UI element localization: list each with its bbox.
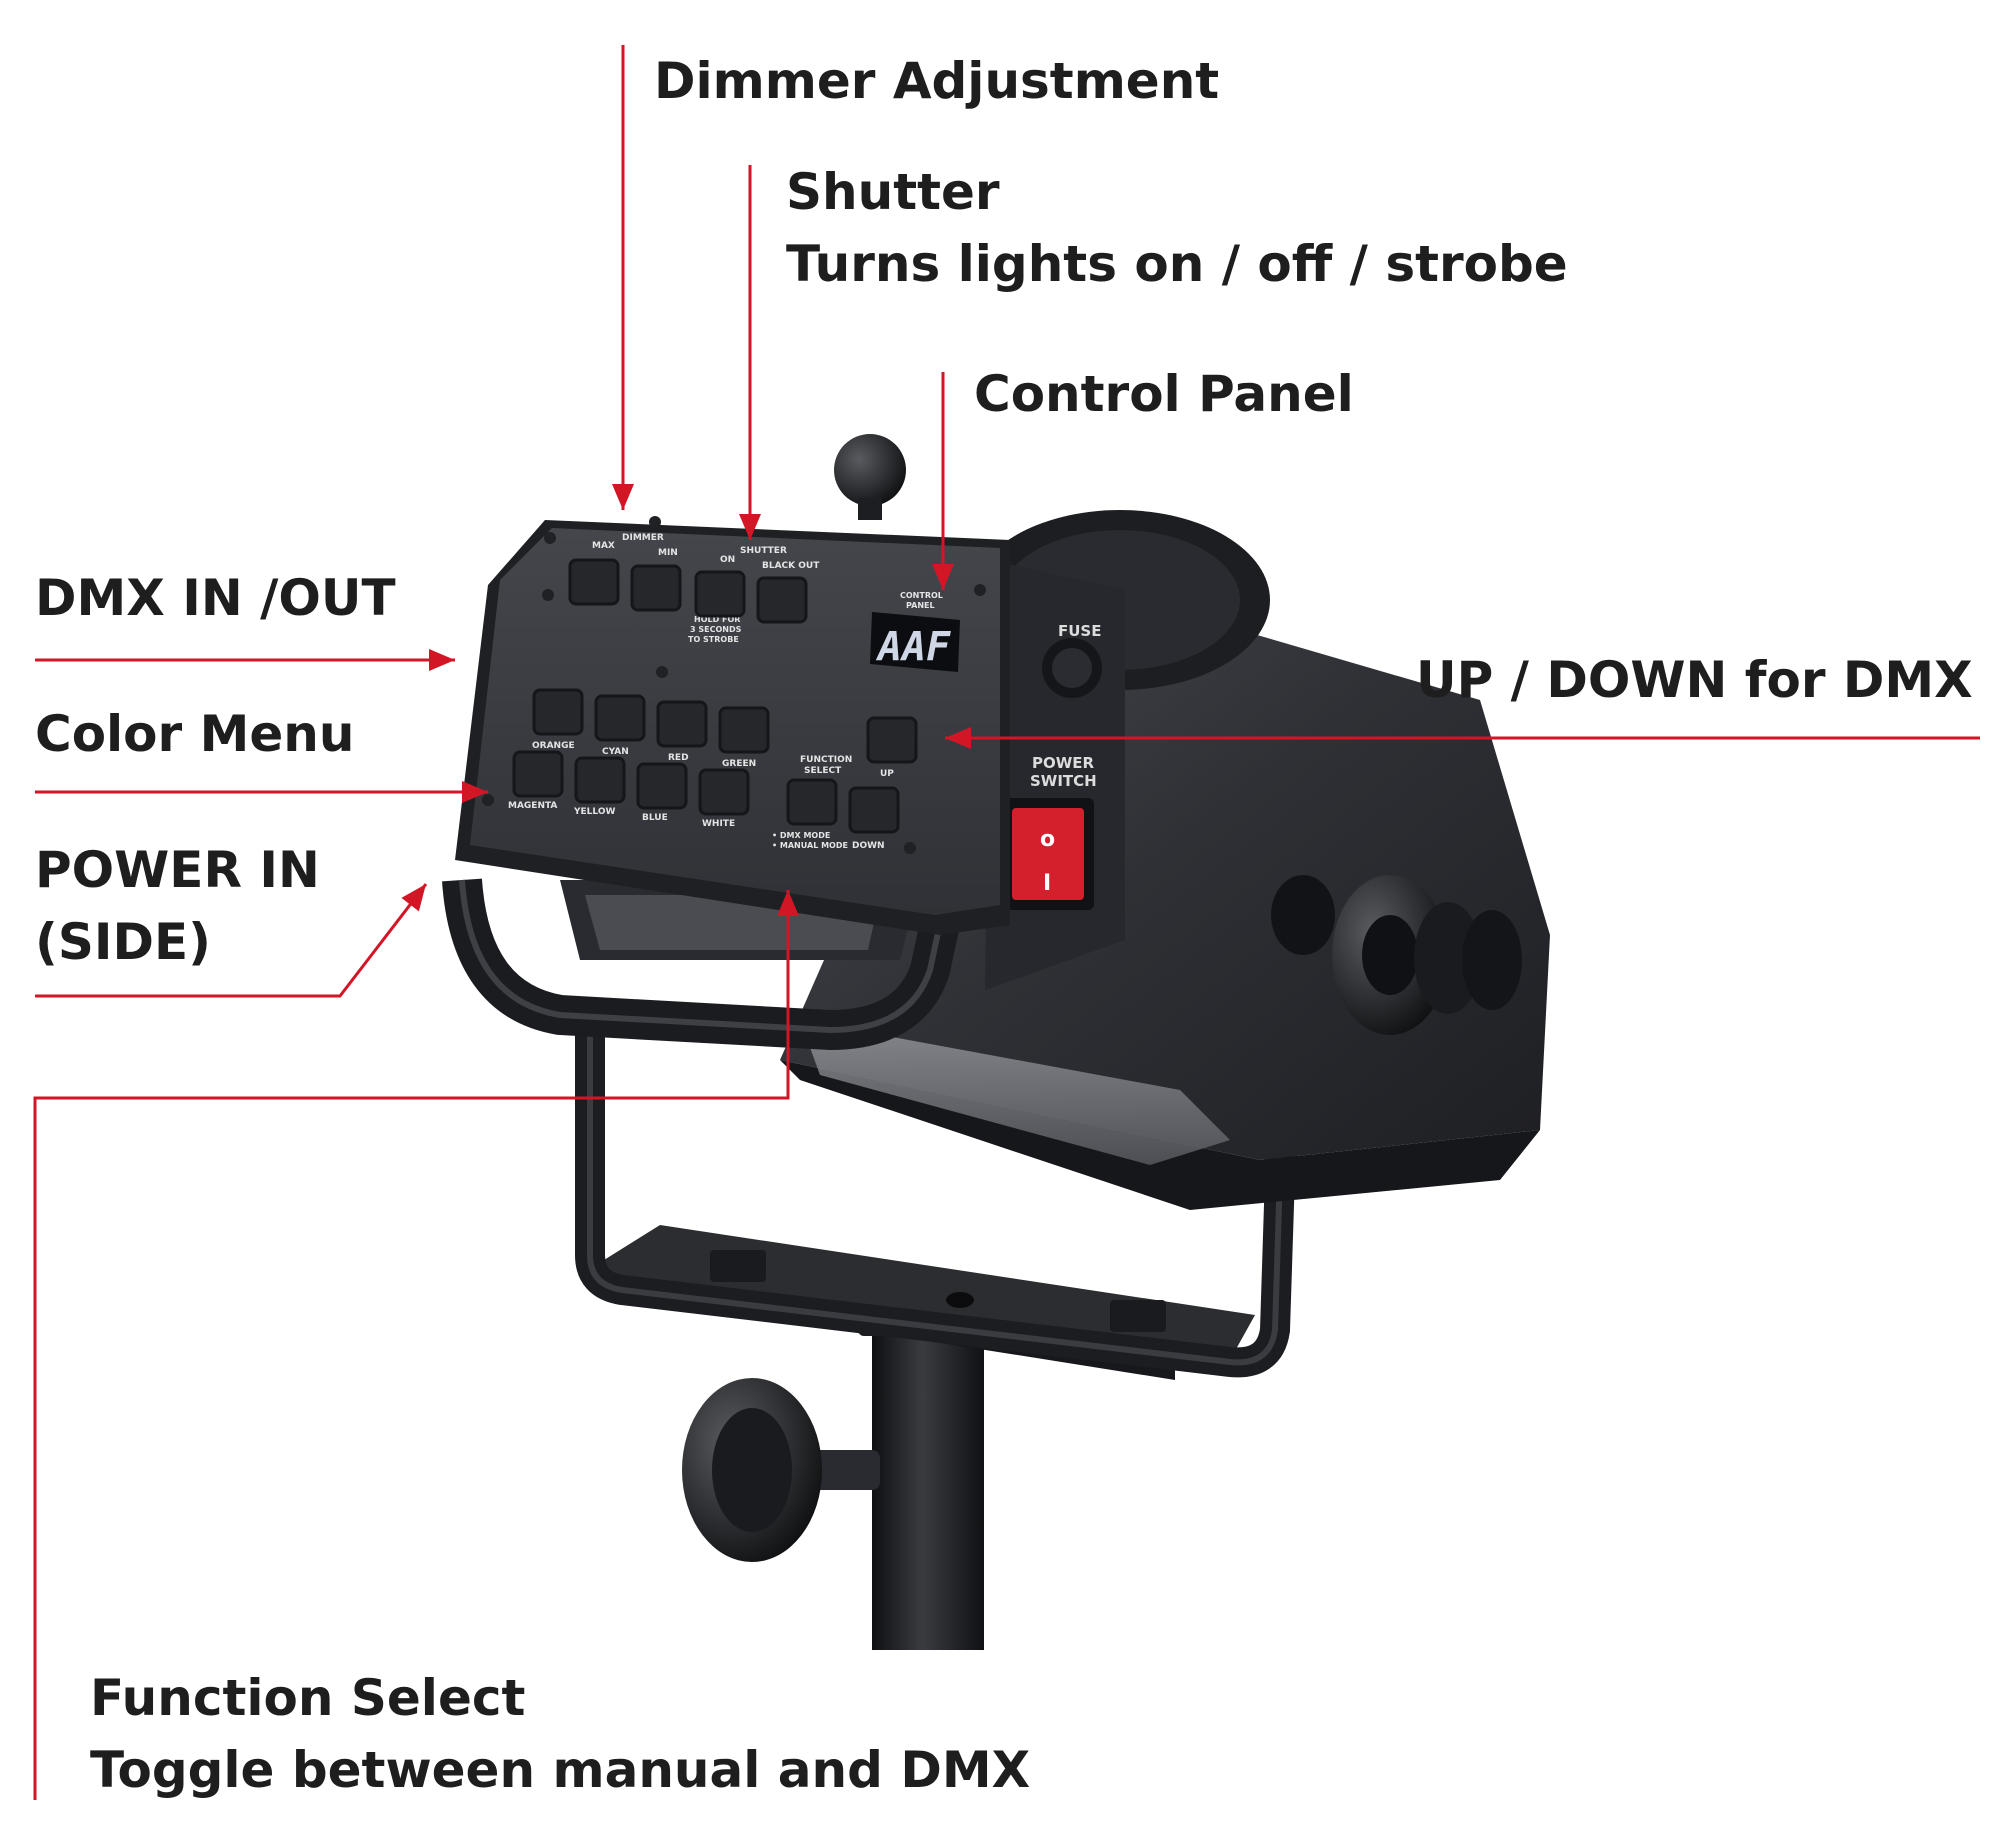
callout-color-menu: Color Menu [35,698,354,770]
leader-dmx-in-out-arrowhead [429,649,455,671]
dimmer-min-button[interactable] [630,564,682,612]
display-value: AAF [875,624,951,670]
leader-power-in-arrowhead [401,884,426,912]
switch-off-symbol: I [1043,871,1051,896]
callout-dimmer-title: Dimmer Adjustment [654,52,1220,110]
callout-dmx-in-out: DMX IN /OUT [35,562,396,634]
top-knob [834,434,906,506]
callout-control-panel-title: Control Panel [974,365,1354,423]
callout-control-panel: Control Panel [974,358,1354,430]
leader-function-select-arrowhead [777,890,799,916]
color-yellow-label: YELLOW [573,807,615,817]
color-row-2: MAGENTA YELLOW BLUE WHITE [508,750,750,829]
dimmer-panel-label: DIMMER [622,533,664,543]
blackout-label: BLACK OUT [762,561,820,571]
color-yellow-button[interactable] [574,756,626,804]
power-switch-label-2: SWITCH [1030,772,1097,790]
leader-lines [33,45,1980,1800]
power-switch-label-1: POWER [1032,754,1095,772]
min-label: MIN [658,548,678,558]
callout-function-select-title: Function Select [90,1669,526,1727]
color-row-1: ORANGE CYAN RED GREEN [532,688,770,769]
leader-dmx-in-out [35,649,455,671]
leader-up-down-arrowhead [945,727,971,749]
led-display: AAF [870,612,960,672]
switch-on-symbol: o [1040,827,1055,852]
leader-up-down [945,727,1980,749]
control-panel-label-2: PANEL [906,601,935,610]
color-blue-label: BLUE [642,813,668,823]
color-cyan-button[interactable] [594,694,646,742]
callout-up-down: UP / DOWN for DMX [1416,644,1973,716]
function-label-2: SELECT [804,766,842,776]
strobe-note-3: TO STROBE [688,635,739,644]
yoke-knob [1271,875,1522,1035]
callout-function-select-desc: Toggle between manual and DMX [90,1741,1031,1799]
leader-dimmer [612,45,634,510]
color-white-button[interactable] [698,768,750,816]
function-select-button[interactable] [786,778,838,826]
fuse-label: FUSE [1058,622,1101,640]
leader-shutter-arrowhead [739,514,761,540]
callout-color-menu-title: Color Menu [35,705,355,763]
mode-note-2: • MANUAL MODE [772,841,848,850]
down-button[interactable] [848,786,900,834]
stand-pole [872,1320,984,1650]
color-magenta-button[interactable] [512,750,564,798]
fuse-holder: FUSE [1042,622,1102,698]
blackout-button[interactable] [756,576,808,624]
max-label: MAX [592,541,615,551]
callout-shutter-desc: Turns lights on / off / strobe [786,235,1568,293]
color-orange-label: ORANGE [532,741,575,751]
color-cyan-label: CYAN [602,747,629,757]
callout-function-select: Function Select Toggle between manual an… [90,1662,1030,1806]
color-green-button[interactable] [718,706,770,754]
leader-power-in [35,883,428,998]
color-blue-button[interactable] [636,762,688,810]
up-label: UP [880,769,894,779]
callout-power-in: POWER IN (SIDE) [35,834,320,978]
callout-power-in-desc: (SIDE) [35,913,211,971]
callout-dmx-in-out-title: DMX IN /OUT [35,569,396,627]
callout-power-in-title: POWER IN [35,841,320,899]
color-magenta-label: MAGENTA [508,801,557,811]
strobe-note-1: HOLD FOR [694,615,740,624]
leader-shutter [739,165,761,540]
on-label: ON [720,555,735,565]
color-white-label: WHITE [702,819,735,829]
yoke-bracket [575,859,1305,1378]
function-label-1: FUNCTION [800,755,852,765]
down-label: DOWN [852,841,885,851]
color-red-button[interactable] [656,700,708,748]
shutter-on-button[interactable] [694,570,746,618]
mode-note-1: • DMX MODE [772,831,830,840]
color-green-label: GREEN [722,759,756,769]
shutter-panel-label: SHUTTER [740,546,787,556]
leader-control-panel-arrowhead [932,564,954,590]
leader-dimmer-arrowhead [612,484,634,510]
function-controls: FUNCTION SELECT • DMX MODE • MANUAL MODE… [772,716,918,851]
callout-up-down-title: UP / DOWN for DMX [1416,651,1973,709]
stand-knob [682,1378,880,1562]
dimmer-max-button[interactable] [568,558,620,606]
callout-shutter: Shutter Turns lights on / off / strobe [786,156,1568,300]
callout-dimmer: Dimmer Adjustment [654,45,1219,117]
callout-shutter-title: Shutter [786,163,1000,221]
leader-color-menu-arrowhead [462,781,488,803]
strobe-note-2: 3 SECONDS [690,625,742,634]
color-orange-button[interactable] [532,688,584,736]
leader-control-panel [932,372,954,590]
top-button-row [568,558,808,624]
control-panel-label-1: CONTROL [900,591,943,600]
control-panel-labels: DIMMER SHUTTER MAX MIN ON BLACK OUT HOLD… [592,533,943,644]
leader-color-menu [35,781,488,803]
up-button[interactable] [866,716,918,764]
leader-function-select [33,890,799,1800]
power-switch[interactable]: POWER SWITCH o I [1002,754,1097,910]
color-red-label: RED [668,753,689,763]
